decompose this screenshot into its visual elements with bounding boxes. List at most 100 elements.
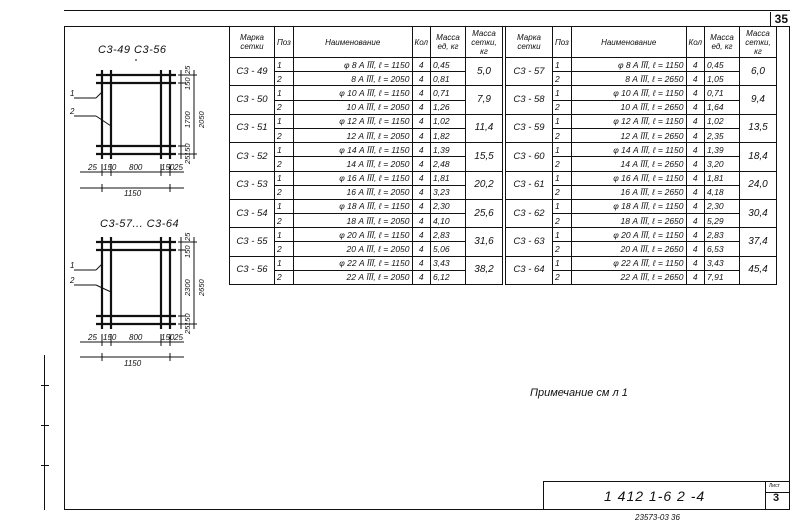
cell-name: 8 А ĪĪĪ, ℓ = 2050 [292,71,413,87]
cell-name: φ 20 А ĪĪĪ, ℓ = 1150 [570,227,687,243]
cell-unit-mass: 6,53 [704,241,740,257]
header-mark: Марка сетки [505,26,553,58]
header-unit-mass: Масса ед, кг [704,26,740,58]
cell-unit-mass: 5,06 [430,241,466,257]
cell-name: φ 22 А ĪĪĪ, ℓ = 1150 [292,255,413,271]
cell-name: φ 22 А ĪĪĪ, ℓ = 1150 [570,255,687,271]
cell-pos: 2 [552,99,572,115]
cell-pos: 1 [552,85,572,101]
cell-mark: С3 - 50 [229,85,275,115]
mesh-drawing-2: 1 2 25 150 800 150 25 1150 25 150 2300 2… [69,232,206,368]
cell-unit-mass: 1,02 [704,113,740,129]
cell-pos: 2 [274,71,294,87]
dim-label: 25 [183,155,192,165]
cell-pos: 1 [274,56,294,73]
dim-label: 25 [87,333,97,342]
note-text: Примечание см л 1 [530,387,628,399]
cell-pos: 1 [274,255,294,271]
cell-pos: 1 [552,170,572,186]
cell-pos: 2 [552,269,572,286]
cell-unit-mass: 3,20 [704,156,740,172]
cell-qty: 4 [411,113,431,129]
cell-pos: 1 [552,198,572,215]
pos-label-1: 1 [70,261,74,270]
cell-unit-mass: 1,05 [704,71,740,87]
cell-qty: 4 [685,99,705,115]
cell-qty: 4 [411,71,431,87]
cell-unit-mass: 6,12 [430,269,466,286]
archive-number: 23573-03 36 [635,513,680,522]
header-qty: Кол [411,26,431,58]
cell-unit-mass: 0,45 [430,56,466,73]
header-total-mass: Масса сетки, кг [739,26,777,58]
header-total-mass: Масса сетки, кг [465,26,503,58]
spec-table-left: Марка сетки Поз Наименование Кол Масса е… [229,26,503,286]
cell-qty: 4 [411,269,431,286]
header-mark: Марка сетки [229,26,275,58]
cell-unit-mass: 3,43 [704,255,740,271]
dim-label: 25 [183,232,192,242]
cell-qty: 4 [411,241,431,257]
cell-name: φ 12 А ĪĪĪ, ℓ = 1150 [570,113,687,129]
cell-qty: 4 [685,184,705,200]
cell-unit-mass: 1,81 [430,170,466,186]
cell-name: φ 18 А ĪĪĪ, ℓ = 1150 [570,198,687,215]
cell-qty: 4 [411,99,431,115]
cell-unit-mass: 3,43 [430,255,466,271]
dim-label: 150 [103,333,117,342]
dim-label: 150 [183,77,192,90]
cell-name: 16 А ĪĪĪ, ℓ = 2650 [570,184,687,200]
cell-pos: 1 [552,255,572,271]
cell-pos: 2 [274,269,294,286]
cell-unit-mass: 1,39 [704,142,740,158]
cell-pos: 1 [274,227,294,243]
header-pos: Поз [552,26,572,58]
header-pos: Поз [274,26,294,58]
cell-mark: С3 - 56 [229,255,275,286]
cell-qty: 4 [685,127,705,144]
cell-pos: 2 [274,99,294,115]
dim-total: 2050 [197,110,206,129]
cell-mark: С3 - 63 [505,227,553,257]
cell-name: φ 18 А ĪĪĪ, ℓ = 1150 [292,198,413,215]
cell-name: 10 А ĪĪĪ, ℓ = 2050 [292,99,413,115]
pos-label-1: 1 [70,89,74,98]
dim-label: 25 [183,325,192,335]
title-block: 1 412 1-6 2 -4 Лист 3 [543,481,790,510]
cell-name: 20 А ĪĪĪ, ℓ = 2650 [570,241,687,257]
cell-qty: 4 [685,71,705,87]
dim-label: 150 [103,163,117,172]
cell-mark: С3 - 55 [229,227,275,257]
top-border-line [64,10,790,11]
cell-pos: 1 [552,142,572,158]
cell-mark: С3 - 61 [505,170,553,200]
cell-total-mass: 38,2 [465,255,503,286]
cell-pos: 2 [552,213,572,229]
cell-name: 18 А ĪĪĪ, ℓ = 2650 [570,213,687,229]
cell-name: φ 10 А ĪĪĪ, ℓ = 1150 [292,85,413,101]
strip-tick [41,465,49,466]
dim-label: 150 [183,245,192,258]
cell-qty: 4 [411,56,431,73]
cell-mark: С3 - 54 [229,198,275,229]
cell-unit-mass: 7,91 [704,269,740,286]
cell-unit-mass: 3,23 [430,184,466,200]
cell-qty: 4 [685,85,705,101]
document-code: 1 412 1-6 2 -4 [604,488,706,504]
cell-name: φ 8 А ĪĪĪ, ℓ = 1150 [570,56,687,73]
cell-qty: 4 [685,113,705,129]
dim-label: 150 [161,163,175,172]
cell-name: φ 14 А ĪĪĪ, ℓ = 1150 [570,142,687,158]
